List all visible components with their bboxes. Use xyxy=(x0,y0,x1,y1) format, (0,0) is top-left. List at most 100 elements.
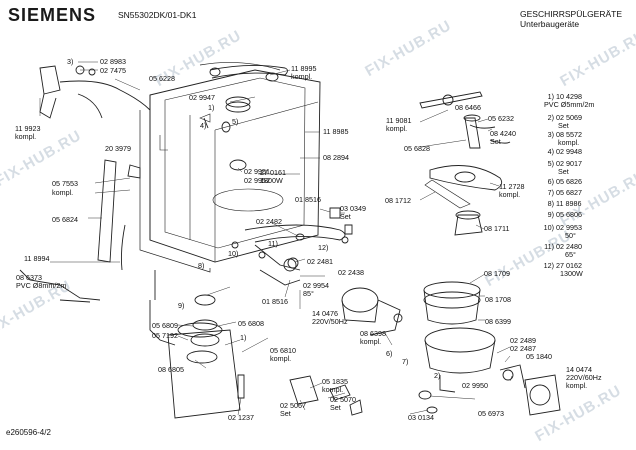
legend-row: 8)11 8986 xyxy=(532,199,582,208)
legend-key: 6) xyxy=(547,177,554,186)
sump-bowl xyxy=(424,327,496,393)
valve-box xyxy=(39,65,61,95)
legend-code: 02 5069 xyxy=(556,113,582,122)
part-number: 05 6808 xyxy=(238,319,264,328)
part-number: 02 7475 xyxy=(100,66,126,75)
legend-code: 05 6826 xyxy=(556,177,582,186)
legend-code: 02 9953 xyxy=(556,223,582,232)
part-number: 02 9947 xyxy=(189,93,215,102)
part-note: kompl. xyxy=(360,337,382,346)
callout-label: 11) xyxy=(268,239,278,248)
legend-code: 02 9948 xyxy=(556,147,582,156)
part-number: 05 6810 xyxy=(270,346,296,355)
legend-row: 2)02 5069 xyxy=(532,114,582,122)
legend-row: 3)08 5572 xyxy=(532,131,582,139)
part-note: kompl. xyxy=(499,190,521,199)
legend-extra: kompl. xyxy=(558,138,580,147)
part-number: 11 8985 xyxy=(323,127,349,136)
legend-key: 4) xyxy=(547,147,554,156)
part-number: 08 6466 xyxy=(455,103,481,112)
legend-row: 5)02 9017 xyxy=(532,160,582,168)
callout-label: 1) xyxy=(208,103,215,112)
part-number: 03 0349 xyxy=(340,204,366,213)
part-note: kompl. xyxy=(386,124,408,133)
part-number: 02 9952 xyxy=(244,176,270,185)
callout-label: 6) xyxy=(386,349,393,358)
part-number: 11 8995 xyxy=(291,64,317,73)
legend-code: 08 5572 xyxy=(556,130,582,139)
legend-row: 9)05 6806 xyxy=(532,211,582,219)
level-sensor xyxy=(289,375,319,405)
legend-extra: Set xyxy=(558,167,569,176)
legend-key: 7) xyxy=(547,188,554,197)
legend-row: 6)05 6826 xyxy=(532,178,582,186)
part-number: 20 3979 xyxy=(105,144,131,153)
part-number: 11 9923 xyxy=(15,124,41,133)
part-note: kompl. xyxy=(270,354,292,363)
part-number: 11 2728 xyxy=(499,182,525,191)
part-note: kompl. xyxy=(322,385,344,394)
part-note: kompl. xyxy=(15,132,37,141)
part-number: 05 6828 xyxy=(404,144,430,153)
callout-label: 2) xyxy=(434,371,441,380)
part-number: 02 9954 xyxy=(303,281,329,290)
part-note: kompl. xyxy=(566,381,588,390)
part-number: 02 5067 xyxy=(280,401,306,410)
legend-row: 7)05 6827 xyxy=(532,189,582,197)
legend-key: 12) xyxy=(543,261,554,270)
circulation-pump xyxy=(341,287,403,336)
part-note: kompl. xyxy=(291,72,313,81)
upper-spray-arm xyxy=(419,91,511,149)
legend-extra: 50° xyxy=(565,231,576,240)
legend-key: 8) xyxy=(547,199,554,208)
model-number: SN55302DK/01-DK1 xyxy=(118,10,197,20)
part-note: Set xyxy=(280,409,291,418)
legend-code: 10 4298 xyxy=(556,92,582,101)
part-note: Set xyxy=(340,212,351,221)
lower-spray-arm xyxy=(424,165,503,236)
legend-row: 4)02 9948 xyxy=(532,148,582,156)
part-number: 05 6809 xyxy=(152,321,178,330)
part-number: 05 1835 xyxy=(322,377,348,386)
part-number: 05 6973 xyxy=(478,409,504,418)
legend-extra: PVC Ø5mm/2m xyxy=(544,100,595,109)
part-note: kompl. xyxy=(52,188,74,197)
part-number: 02 2481 xyxy=(307,257,333,266)
callout-label: 4) xyxy=(200,121,207,130)
part-number: 27 0161 xyxy=(260,168,286,177)
part-note: 1800W xyxy=(260,176,283,185)
part-number: 05 6824 xyxy=(52,215,78,224)
part-number: 08 2894 xyxy=(323,153,349,162)
part-number: 05 7192 xyxy=(152,331,178,340)
legend-code: 27 0162 xyxy=(556,261,582,270)
part-number: 05 6228 xyxy=(149,74,175,83)
part-number: 08 1711 xyxy=(484,224,510,233)
part-number: 02 9950 xyxy=(462,381,488,390)
part-number: 02 8983 xyxy=(100,57,126,66)
part-number: 05 7553 xyxy=(52,179,78,188)
legend-key: 10) xyxy=(543,223,554,232)
part-note: 220V/60Hz xyxy=(566,373,602,382)
part-number: 03 0134 xyxy=(408,413,434,422)
legend-key: 1) xyxy=(547,92,554,101)
brand-logo: SIEMENS xyxy=(8,5,97,25)
part-number: 02 2489 xyxy=(510,336,536,345)
drain-pump xyxy=(499,364,561,416)
part-number: 08 6805 xyxy=(158,365,184,374)
part-number: 02 2482 xyxy=(256,217,282,226)
part-number: 14 0476 xyxy=(312,309,338,318)
callout-label: 3) xyxy=(67,57,74,66)
part-note: Set xyxy=(490,137,501,146)
drain-hose xyxy=(19,269,61,286)
part-number: 08 4240 xyxy=(490,129,516,138)
part-number: 02 1237 xyxy=(228,413,254,422)
part-number: 08 6373 xyxy=(16,273,42,282)
part-number: 11 9081 xyxy=(386,116,412,125)
part-number: 08 6399 xyxy=(485,317,511,326)
part-number: 08 6398 xyxy=(360,329,386,338)
legend-row: 11)02 2480 xyxy=(532,243,582,251)
legend-code: 05 6827 xyxy=(556,188,582,197)
legend-code: 05 6806 xyxy=(556,210,582,219)
document-reference: e260596-4/2 xyxy=(6,428,51,437)
